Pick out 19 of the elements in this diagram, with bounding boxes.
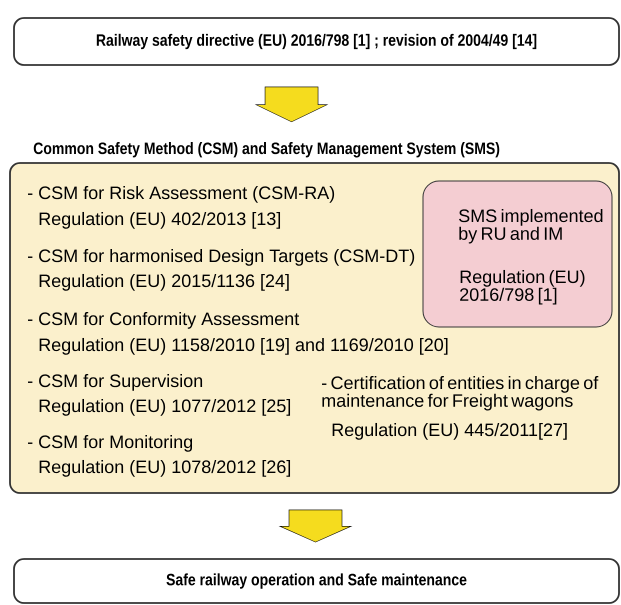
list-item: - CSM for Supervision xyxy=(28,374,202,391)
list-item: - CSM for Risk Assessment (CSM-RA) xyxy=(28,186,334,203)
regulation-text: Regulation (EU) 402/2013 [13] xyxy=(40,212,280,229)
regulation-text: Regulation (EU) 445/2011[27] xyxy=(332,422,567,440)
regulation-text: Regulation (EU) 2016/798 [1] xyxy=(460,270,584,305)
regulation-text: Regulation (EU) 1158/2010 [19] and 1169/2010 [20] xyxy=(40,338,448,355)
block-arrow xyxy=(254,86,328,122)
outcome-box: Safe railway operation and Safe maintenance xyxy=(13,558,620,604)
list-item: - CSM for Monitoring xyxy=(28,434,192,452)
list-item: - Certification of entities in charge of maintenance for Freight wagons xyxy=(322,376,598,411)
sms-text: SMS implemented by RU and IM xyxy=(459,208,602,244)
list-item: - CSM for Conformity Assessment xyxy=(28,312,300,329)
regulation-text: Regulation (EU) 2015/1136 [24] xyxy=(40,274,289,291)
list-item: - CSM for harmonised Design Targets (CSM-DT) xyxy=(28,248,414,266)
regulation-text: Regulation (EU) 1078/2012 [26] xyxy=(40,460,290,477)
directive-box: Railway safety directive (EU) 2016/798 [1] ; revision of 2004/49 [14] xyxy=(13,17,620,66)
regulation-text: Regulation (EU) 1077/2012 [25] xyxy=(40,398,290,416)
block-arrow xyxy=(278,510,352,542)
panel-heading: Common Safety Method (CSM) and Safety Management System (SMS) xyxy=(34,142,500,158)
